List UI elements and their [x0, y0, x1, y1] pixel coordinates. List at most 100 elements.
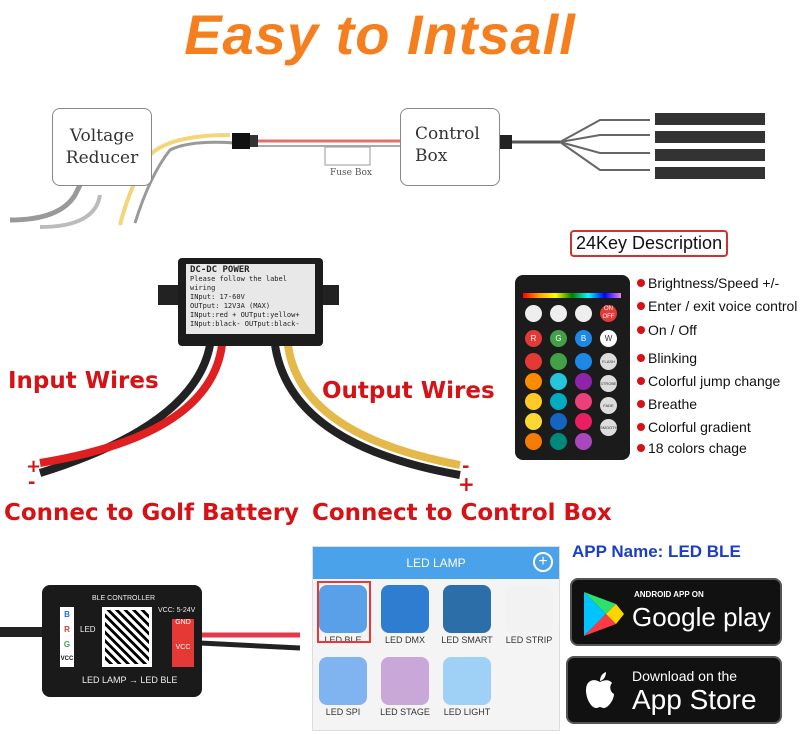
qr-code	[102, 607, 152, 667]
reducer-note: Please follow the label wiring	[190, 275, 287, 292]
smooth-label: SMOOTH	[600, 425, 618, 430]
brightness-up-button[interactable]	[550, 305, 567, 322]
color-button[interactable]	[550, 413, 567, 430]
red-button[interactable]: R	[525, 330, 542, 347]
white-label: W	[604, 334, 613, 343]
brightness-down-button[interactable]	[525, 305, 542, 322]
app-icon-led-light[interactable]	[443, 657, 491, 705]
remote-description-header: 24Key Description	[570, 230, 729, 257]
reducer-output-spec: OUTput: 12V3A (MAX)	[190, 302, 271, 310]
controller-brand: BLE CONTROLLER	[92, 595, 156, 602]
google-play-badge[interactable]: ANDROID APP ON Google play	[570, 578, 782, 646]
app-icon-label: LED SMART	[441, 635, 493, 645]
bullet	[637, 279, 645, 287]
desc-breathe: Breathe	[648, 396, 698, 412]
green-button[interactable]: G	[550, 330, 567, 347]
control-box-label: Control Box	[415, 124, 480, 166]
reducer-wiring-positive: INput:red + OUTput:yellow+	[190, 311, 300, 319]
desc-voice: Enter / exit voice control	[648, 298, 798, 314]
gnd-label: GND	[175, 619, 191, 626]
connect-battery-label: Connec to Golf Battery	[4, 500, 300, 526]
pin-g: G	[63, 640, 71, 649]
selected-app-highlight	[317, 581, 371, 643]
controller-led-label: LED	[80, 625, 96, 634]
app-icon-led-stage[interactable]	[381, 657, 429, 705]
rainbow-bar	[523, 293, 621, 298]
flash-button[interactable]: FLASH	[600, 353, 617, 370]
color-button[interactable]	[525, 353, 542, 370]
fuse-box-label: Fuse Box	[330, 168, 372, 178]
desc-blinking: Blinking	[648, 350, 698, 366]
color-button[interactable]	[550, 353, 567, 370]
ble-controller: BLE CONTROLLER B R G VCC LED VCC: 5-24V …	[42, 585, 202, 697]
google-small-text: ANDROID APP ON	[634, 590, 704, 599]
color-button[interactable]	[575, 433, 592, 450]
bullet	[637, 400, 645, 408]
strobe-button[interactable]: STROBE	[600, 375, 617, 392]
battery-plus: +	[26, 456, 42, 477]
color-button[interactable]	[550, 393, 567, 410]
apple-small-text: Download on the	[632, 668, 738, 684]
color-button[interactable]	[575, 353, 592, 370]
apple-icon	[586, 672, 614, 708]
app-icon-label: LED SPI	[325, 707, 361, 717]
controller-footer: LED LAMP → LED BLE	[82, 675, 178, 685]
fade-button[interactable]: FADE	[600, 397, 617, 414]
music-button[interactable]	[575, 305, 592, 322]
white-button[interactable]: W	[600, 330, 617, 347]
app-header-title: LED LAMP	[406, 556, 466, 570]
app-icon-led-ble[interactable]	[319, 585, 367, 633]
box-minus: -	[462, 456, 470, 477]
input-wires-label: Input Wires	[8, 368, 159, 394]
desc-jump: Colorful jump change	[648, 373, 781, 389]
google-big-text: Google play	[632, 602, 771, 632]
strobe-label: STROBE	[600, 381, 617, 386]
google-play-icon	[584, 592, 624, 636]
pin-vcc: VCC	[60, 656, 74, 662]
reducer-label-sticker: DC-DC POWER Please follow the label wiri…	[186, 264, 315, 334]
add-icon[interactable]: +	[533, 552, 553, 572]
color-button[interactable]	[525, 393, 542, 410]
blue-button[interactable]: B	[575, 330, 592, 347]
color-button[interactable]	[525, 413, 542, 430]
color-button[interactable]	[575, 393, 592, 410]
app-icon-label: LED LIGHT	[443, 707, 491, 717]
color-button[interactable]	[550, 433, 567, 450]
blue-label: B	[580, 334, 587, 343]
reducer-title: DC-DC POWER	[190, 265, 250, 275]
pin-r: R	[64, 625, 70, 634]
vcc-label: VCC	[175, 644, 191, 651]
color-button[interactable]	[525, 433, 542, 450]
voltage-reducer-box: Voltage Reducer	[52, 108, 152, 186]
bullet	[637, 302, 645, 310]
color-button[interactable]	[525, 373, 542, 390]
app-icon-label: LED DMX	[384, 635, 425, 645]
green-label: G	[555, 334, 562, 343]
bullet	[637, 444, 645, 452]
app-icon-label: LED STAGE	[380, 707, 430, 717]
color-button[interactable]	[575, 413, 592, 430]
app-icon-led-strip[interactable]	[505, 585, 553, 633]
color-button[interactable]	[575, 373, 592, 390]
bullet	[637, 423, 645, 431]
controller-power-block: GND VCC	[172, 619, 194, 667]
controller-cables	[0, 627, 301, 651]
color-button[interactable]	[550, 373, 567, 390]
bullet	[637, 354, 645, 362]
app-store-badge[interactable]: Download on the App Store	[566, 656, 782, 724]
battery-minus: -	[28, 472, 36, 493]
smooth-button[interactable]: SMOOTH	[600, 419, 618, 436]
page-title: Easy to Intsall	[184, 3, 576, 66]
app-icon-led-spi[interactable]	[319, 657, 367, 705]
desc-gradient: Colorful gradient	[648, 419, 751, 435]
app-icon-led-dmx[interactable]	[381, 585, 429, 633]
reducer-wiring-negative: INput:black- OUTput:black-	[190, 320, 300, 328]
app-icon-led-smart[interactable]	[443, 585, 491, 633]
off-label: OFF	[602, 314, 615, 320]
bullet	[637, 377, 645, 385]
bullet	[637, 326, 645, 334]
pin-b: B	[64, 610, 70, 619]
connect-box-label: Connect to Control Box	[312, 500, 612, 526]
